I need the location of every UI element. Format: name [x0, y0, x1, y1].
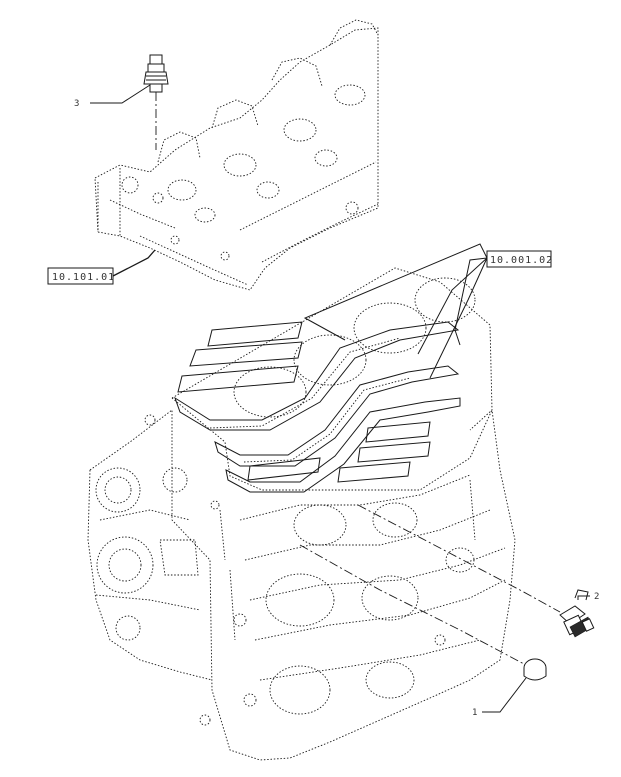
part-2-sender: 2: [357, 504, 599, 638]
callout-3-label: 3: [74, 99, 79, 109]
reference-engine-block-label: 10.001.02: [490, 255, 553, 266]
engine-block: [87, 267, 516, 761]
cylinder-head: [94, 19, 379, 291]
gasket-set: [174, 321, 461, 493]
reference-cylinder-head-label: 10.101.01: [52, 272, 115, 283]
part-3-sensor: 3: [74, 54, 169, 150]
reference-engine-block: 10.001.02: [303, 243, 553, 379]
reference-cylinder-head: 10.101.01: [47, 249, 156, 285]
callout-1-label: 1: [472, 708, 477, 718]
part-1-plug: 1: [299, 544, 547, 718]
callout-2-label: 2: [594, 592, 599, 602]
